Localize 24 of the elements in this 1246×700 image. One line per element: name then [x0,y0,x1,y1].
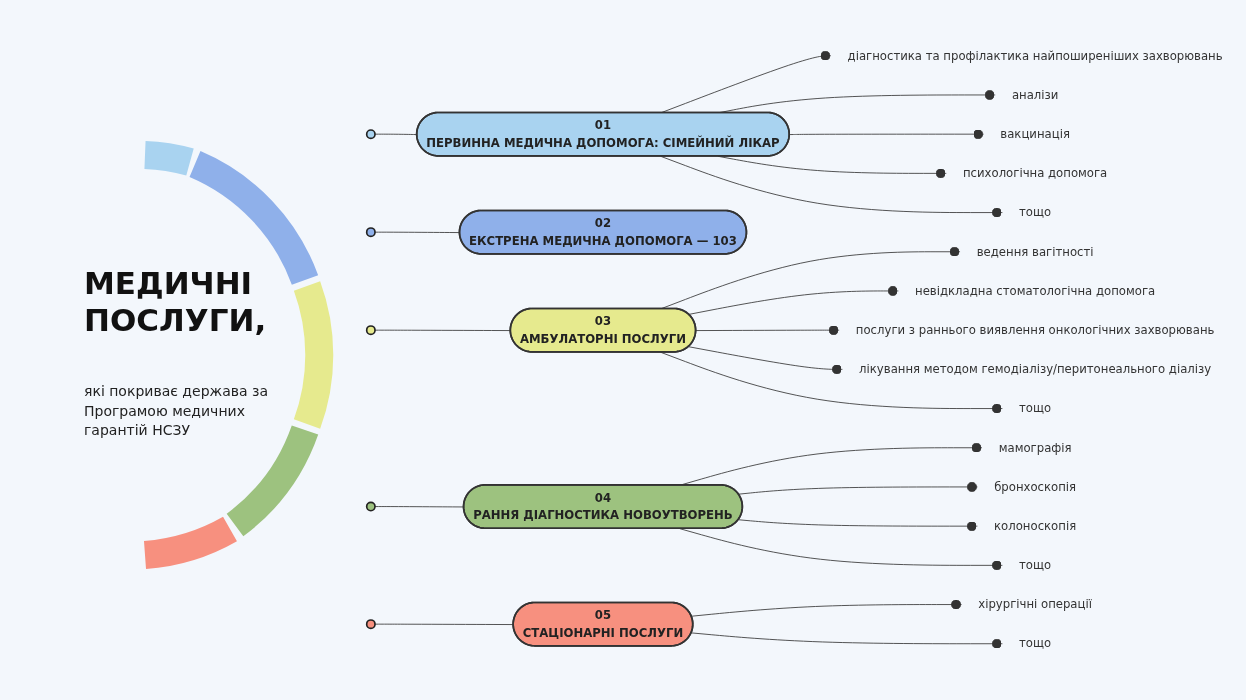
node-text: невідкладна стоматологічна допомога [915,284,1156,298]
node-text: мамографія [998,440,1072,455]
node-circle [365,227,376,238]
node-text: тощо [1019,205,1052,220]
node-text: тощо [1019,558,1052,572]
node-text: вакцинація [1000,127,1070,141]
node-text: тощо [1019,636,1052,651]
node-circle [365,325,376,336]
node-circle [365,129,376,140]
connector [374,623,514,626]
node-text: тощо [1019,401,1052,416]
node-text: діагностика та профілактика найпоширеніших захворювань [847,48,1223,63]
node-circle [365,619,376,630]
node-text: хірургічні операції [978,597,1092,612]
node-circle [365,501,376,512]
node-text: аналізи [1011,88,1059,102]
node-text: лікування методом гемодіалізу/перитонеального діалізу [859,362,1212,376]
title: МЕДИЧНІ ПОСЛУГИ, [84,265,268,340]
node-text: бронхоскопія [994,480,1077,494]
node-text: колоноскопія [994,519,1077,533]
subtitle: які покриває держава за Програмою медичних гарантій НСЗУ [84,382,270,441]
node-text: ведення вагітності [976,244,1094,259]
node-text: психологічна допомога [962,166,1108,180]
node-text: послуги з раннього виявлення онкологічних захворювань [855,323,1215,337]
